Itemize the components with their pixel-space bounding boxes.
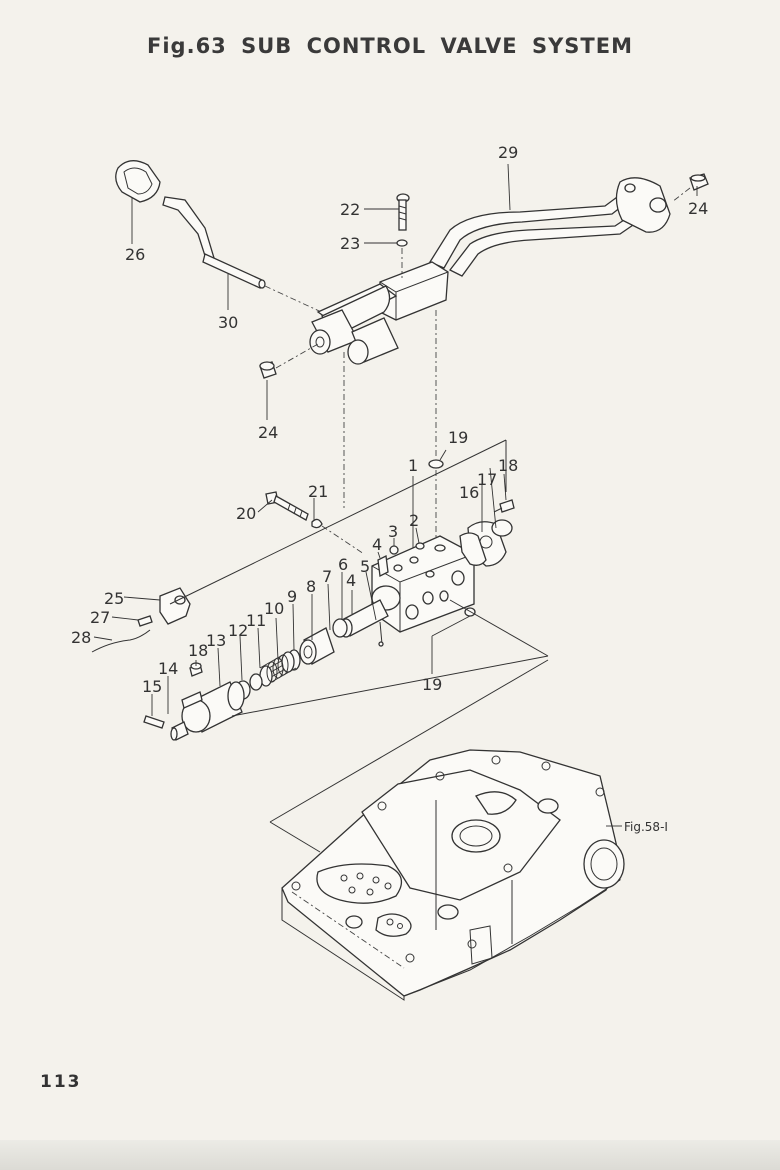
gasket-17 bbox=[459, 532, 487, 566]
collar-8 bbox=[299, 627, 335, 665]
callout-9: 9 bbox=[287, 587, 297, 606]
plug-24-left bbox=[259, 361, 277, 379]
washer-23 bbox=[396, 239, 408, 247]
lever-knob-26 bbox=[115, 160, 161, 203]
screw-18-top bbox=[493, 499, 515, 513]
pin-5-end bbox=[378, 641, 384, 647]
callout-25: 25 bbox=[104, 589, 124, 608]
callout-15: 15 bbox=[142, 677, 162, 696]
clip-21 bbox=[311, 518, 323, 529]
callout-16: 16 bbox=[459, 483, 479, 502]
solenoid-14 bbox=[170, 681, 245, 741]
seat-12 bbox=[249, 673, 263, 691]
plug-2 bbox=[415, 542, 425, 550]
callout-20: 20 bbox=[236, 504, 256, 523]
leader-lines bbox=[93, 163, 698, 716]
callout-10: 10 bbox=[264, 599, 284, 618]
axis-line-plug-left bbox=[275, 343, 319, 369]
assembly-frame bbox=[169, 439, 549, 853]
callout-23: 23 bbox=[340, 234, 360, 253]
callout-2: 2 bbox=[409, 511, 419, 530]
ring-6 bbox=[332, 618, 348, 638]
callout-12: 12 bbox=[228, 621, 248, 640]
transmission-housing bbox=[281, 749, 625, 1001]
callout-28: 28 bbox=[71, 628, 91, 647]
pin-27 bbox=[137, 615, 153, 627]
reference-fig58: Fig.58-I bbox=[624, 820, 668, 834]
callout-24-left: 24 bbox=[258, 423, 278, 442]
scan-edge bbox=[0, 1140, 780, 1170]
callout-29: 29 bbox=[498, 143, 518, 162]
callout-13: 13 bbox=[206, 631, 226, 650]
callout-14: 14 bbox=[158, 659, 178, 678]
callout-4-lower: 4 bbox=[346, 571, 356, 590]
callout-26: 26 bbox=[125, 245, 145, 264]
ball-3 bbox=[389, 545, 399, 555]
callout-18-top: 18 bbox=[498, 456, 518, 475]
callout-22: 22 bbox=[340, 200, 360, 219]
key-15 bbox=[143, 715, 165, 729]
callout-5: 5 bbox=[360, 557, 370, 576]
axis-line-housing bbox=[291, 891, 405, 969]
spring-11 bbox=[259, 651, 297, 687]
pin-5 bbox=[379, 621, 383, 645]
spring-4 bbox=[377, 555, 389, 577]
figure-title: Fig.63 SUB CONTROL VALVE SYSTEM bbox=[147, 34, 633, 58]
page-number: 113 bbox=[40, 1072, 82, 1092]
bolt-22 bbox=[396, 193, 410, 231]
plug-24-top bbox=[689, 173, 709, 191]
shaft-bracket-29 bbox=[309, 177, 671, 365]
callout-19-bottom: 19 bbox=[422, 675, 442, 694]
axis-line-plug-top bbox=[671, 187, 691, 203]
callout-labels: 26 30 22 23 29 24 24 19 1 18 17 16 21 20… bbox=[71, 143, 708, 834]
callout-11: 11 bbox=[246, 611, 266, 630]
wire-28 bbox=[91, 629, 151, 653]
bolt-20 bbox=[265, 491, 309, 521]
lever-rod-30 bbox=[162, 196, 266, 289]
callout-8: 8 bbox=[306, 577, 316, 596]
callout-30: 30 bbox=[218, 313, 238, 332]
callout-18-bottom: 18 bbox=[188, 641, 208, 660]
callout-27: 27 bbox=[90, 608, 110, 627]
callout-17: 17 bbox=[477, 470, 497, 489]
axis-line-bolt-20 bbox=[321, 525, 365, 555]
connector-25 bbox=[159, 587, 191, 625]
callout-1: 1 bbox=[408, 456, 418, 475]
valve-body-1 bbox=[371, 535, 475, 633]
callout-4-upper: 4 bbox=[372, 535, 382, 554]
callout-3: 3 bbox=[388, 522, 398, 541]
callout-6: 6 bbox=[338, 555, 348, 574]
callout-7: 7 bbox=[322, 567, 332, 586]
o-ring-19-top bbox=[428, 459, 444, 469]
callout-19-top: 19 bbox=[448, 428, 468, 447]
callout-24-top: 24 bbox=[688, 199, 708, 218]
callout-21: 21 bbox=[308, 482, 328, 501]
